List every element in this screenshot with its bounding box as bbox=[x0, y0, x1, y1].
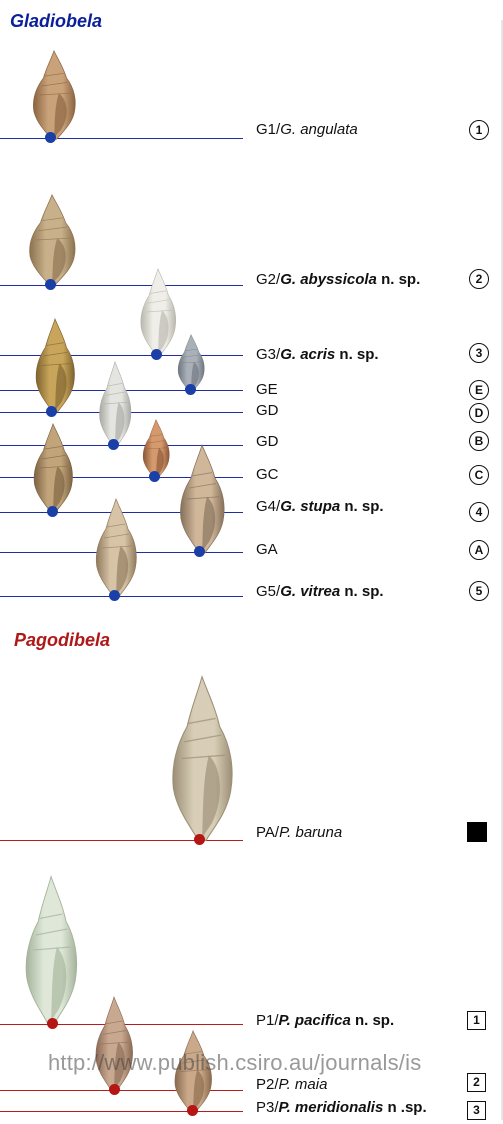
label-code: P1/ bbox=[256, 1012, 279, 1029]
gladiobela-aperture-dot-g1 bbox=[45, 132, 56, 143]
gladiobela-shell-g4 bbox=[31, 423, 75, 513]
gladiobela-marker-gc: C bbox=[469, 465, 489, 485]
gladiobela-shell-g1 bbox=[30, 50, 78, 140]
pagodibela-shell-pa bbox=[168, 675, 236, 842]
label-code: GC bbox=[256, 466, 279, 483]
pagodibela-marker-p2: 2 bbox=[467, 1073, 486, 1092]
label-species: G. angulata bbox=[280, 121, 358, 138]
gladiobela-marker-ge: E bbox=[469, 380, 489, 400]
pagodibela-label-p3: P3/P. meridionalis n .sp. bbox=[256, 1099, 427, 1117]
source-watermark: http://www.publish.csiro.au/journals/is bbox=[48, 1050, 421, 1076]
label-suffix: n. sp. bbox=[340, 583, 383, 600]
pagodibela-aperture-dot-p3 bbox=[187, 1105, 198, 1116]
gladiobela-shell-g3 bbox=[138, 268, 178, 356]
label-code: G1/ bbox=[256, 121, 280, 138]
gladiobela-shell-ga bbox=[177, 444, 227, 554]
label-code: GD bbox=[256, 433, 279, 450]
label-code: PA/ bbox=[256, 824, 279, 841]
gladiobela-label-gd1: GD bbox=[256, 402, 279, 420]
gladiobela-shell-g5 bbox=[93, 498, 139, 598]
gladiobela-aperture-dot-gd1 bbox=[46, 406, 57, 417]
gladiobela-marker-g1: 1 bbox=[469, 120, 489, 140]
label-code: GD bbox=[256, 402, 279, 419]
label-suffix: n .sp. bbox=[383, 1099, 426, 1116]
gladiobela-label-gc: GC bbox=[256, 466, 279, 484]
label-code: G3/ bbox=[256, 346, 280, 363]
label-species: P. meridionalis bbox=[279, 1099, 384, 1116]
pagodibela-marker-p1: 1 bbox=[467, 1011, 486, 1030]
pagodibela-aperture-dot-p1 bbox=[47, 1018, 58, 1029]
gladiobela-label-g5: G5/G. vitrea n. sp. bbox=[256, 583, 384, 601]
label-species: G. vitrea bbox=[280, 583, 340, 600]
pagodibela-aperture-dot-pa bbox=[194, 834, 205, 845]
pagodibela-shell-p1 bbox=[22, 875, 80, 1025]
gladiobela-aperture-dot-g5 bbox=[109, 590, 120, 601]
label-suffix: n. sp. bbox=[340, 498, 383, 515]
gladiobela-label-g1: G1/G. angulata bbox=[256, 121, 358, 139]
gladiobela-label-g3: G3/G. acris n. sp. bbox=[256, 346, 379, 364]
label-species: G. abyssicola bbox=[280, 271, 377, 288]
gladiobela-label-ga: GA bbox=[256, 541, 278, 559]
gladiobela-label-gd2: GD bbox=[256, 433, 279, 451]
gladiobela-aperture-dot-g3 bbox=[151, 349, 162, 360]
gladiobela-shell-gc bbox=[141, 419, 171, 479]
label-species: P. baruna bbox=[279, 824, 342, 841]
label-code: GA bbox=[256, 541, 278, 558]
label-code: GE bbox=[256, 381, 278, 398]
gladiobela-marker-g5: 5 bbox=[469, 581, 489, 601]
label-code: P2/ bbox=[256, 1076, 279, 1093]
gladiobela-marker-g3: 3 bbox=[469, 343, 489, 363]
gladiobela-aperture-dot-gc bbox=[149, 471, 160, 482]
label-species: G. stupa bbox=[280, 498, 340, 515]
gladiobela-label-ge: GE bbox=[256, 381, 278, 399]
label-species: P. pacifica bbox=[279, 1012, 351, 1029]
gladiobela-aperture-dot-g2 bbox=[45, 279, 56, 290]
label-code: G2/ bbox=[256, 271, 280, 288]
gladiobela-label-g2: G2/G. abyssicola n. sp. bbox=[256, 271, 420, 289]
gladiobela-aperture-dot-g4 bbox=[47, 506, 58, 517]
gladiobela-marker-gd1: D bbox=[469, 403, 489, 423]
pagodibela-marker-p3: 3 bbox=[467, 1101, 486, 1120]
gladiobela-shell-gd2 bbox=[97, 361, 133, 447]
label-code: G4/ bbox=[256, 498, 280, 515]
pagodibela-label-p1: P1/P. pacifica n. sp. bbox=[256, 1012, 394, 1030]
pagodibela-label-pa: PA/P. baruna bbox=[256, 824, 342, 842]
pagodibela-aperture-dot-p2 bbox=[109, 1084, 120, 1095]
label-suffix: n. sp. bbox=[351, 1012, 394, 1029]
gladiobela-marker-gd2: B bbox=[469, 431, 489, 451]
pagodibela-label-p2: P2/P. maia bbox=[256, 1076, 327, 1094]
gladiobela-marker-g2: 2 bbox=[469, 269, 489, 289]
pagodibela-shell-p2 bbox=[93, 996, 135, 1092]
gladiobela-label-g4: G4/G. stupa n. sp. bbox=[256, 498, 384, 516]
genus-title-pagodibela: Pagodibela bbox=[14, 630, 110, 651]
gladiobela-shell-gd1 bbox=[33, 318, 77, 413]
label-suffix: n. sp. bbox=[335, 346, 378, 363]
pagodibela-marker-pa bbox=[467, 822, 487, 842]
label-code: G5/ bbox=[256, 583, 280, 600]
label-species: P. maia bbox=[279, 1076, 328, 1093]
gladiobela-marker-ga: A bbox=[469, 540, 489, 560]
label-code: P3/ bbox=[256, 1099, 279, 1116]
gladiobela-aperture-dot-ge bbox=[185, 384, 196, 395]
gladiobela-shell-g2 bbox=[26, 194, 78, 286]
genus-title-gladiobela: Gladiobela bbox=[10, 11, 102, 32]
gladiobela-aperture-dot-gd2 bbox=[108, 439, 119, 450]
label-suffix: n. sp. bbox=[377, 271, 420, 288]
gladiobela-aperture-dot-ga bbox=[194, 546, 205, 557]
gladiobela-marker-g4: 4 bbox=[469, 502, 489, 522]
label-species: G. acris bbox=[280, 346, 335, 363]
